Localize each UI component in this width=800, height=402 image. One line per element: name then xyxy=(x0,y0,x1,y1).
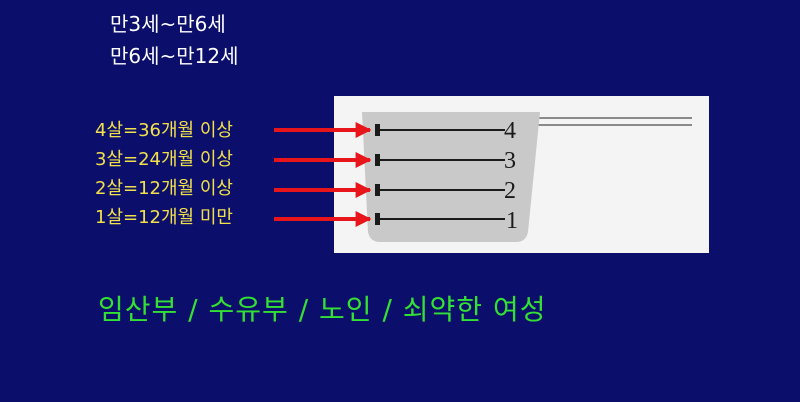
level-line-2 xyxy=(375,184,505,196)
level-number-3: 3 xyxy=(504,148,516,174)
level-line-3 xyxy=(375,154,505,166)
age-label-4: 4살=36개월 이상 xyxy=(95,120,233,141)
level-line-4 xyxy=(375,124,505,136)
age-range-3-to-6: 만3세~만6세 xyxy=(110,12,226,36)
level-line-1 xyxy=(375,213,505,225)
age-label-3: 3살=24개월 이상 xyxy=(95,149,233,170)
age-range-6-to-12: 만6세~만12세 xyxy=(110,44,239,68)
age-label-1: 1살=12개월 미만 xyxy=(95,207,233,228)
target-groups-text: 임산부 / 수유부 / 노인 / 쇠약한 여성 xyxy=(98,293,547,326)
level-number-4: 4 xyxy=(504,118,516,144)
level-number-1: 1 xyxy=(506,208,518,234)
level-number-2: 2 xyxy=(504,178,516,204)
age-label-2: 2살=12개월 이상 xyxy=(95,178,233,199)
measuring-cup-body xyxy=(362,112,540,242)
